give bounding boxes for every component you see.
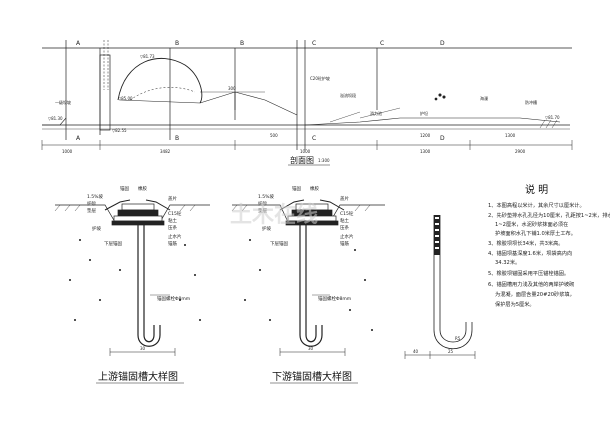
zone-label: C bbox=[312, 40, 316, 47]
detail-label: 护坡 bbox=[92, 225, 101, 232]
notes-block: 说 明 1、本图高程以米计，其余尺寸以厘米计。 2、先砂垫排水孔孔径为10厘米，… bbox=[488, 183, 610, 308]
elevation-label: ▽81.73 bbox=[140, 54, 155, 59]
profile-elevations: ▽81.73 ▽85.00 ▽81.30 ▽82.55 ▽81.70 bbox=[48, 54, 560, 133]
dimension-label: R5 bbox=[455, 336, 461, 341]
dimension-label: 1300 bbox=[505, 133, 516, 138]
detail-label: 粘土 bbox=[340, 217, 349, 224]
detail-upstream bbox=[54, 199, 210, 356]
annotation: 护坦 bbox=[420, 110, 428, 116]
detail-label: 锚固 bbox=[292, 185, 301, 192]
dimension-label: 1300 bbox=[420, 149, 431, 154]
dimension-label: 300 bbox=[228, 86, 236, 91]
note-line: 2、先砂垫排水孔孔径为10厘米，孔距按1~2米，排水孔应伸入 bbox=[488, 211, 610, 219]
anchor-bolt-detail bbox=[404, 215, 476, 359]
note-line: 护坡面积水孔下铺1.0米厚土工布。 bbox=[495, 229, 576, 237]
dimension-label: 1000 bbox=[300, 149, 311, 154]
note-line: 1~2厘米，水泥砂浆抹面必须在 bbox=[495, 220, 568, 228]
zone-label: B bbox=[175, 40, 179, 47]
note-line: 3、橡胶坝坝长34米，共3米高。 bbox=[488, 239, 563, 247]
annotation: 防冲槽 bbox=[525, 99, 537, 105]
note-line: 保护层为5厘米。 bbox=[495, 300, 535, 308]
detail-label: 橡胶 bbox=[310, 185, 319, 192]
dimension-label: 25 bbox=[448, 349, 454, 354]
anchor-dims: 40 R5 25 bbox=[413, 336, 461, 354]
detail-label: 压条 bbox=[168, 224, 177, 231]
elevation-label: ▽85.00 bbox=[118, 96, 133, 101]
detail-label: 止水片 bbox=[168, 233, 182, 240]
detail-label: 锚固螺栓Φ8mm bbox=[157, 295, 190, 302]
zone-label: B bbox=[175, 135, 179, 142]
zone-label: C bbox=[312, 135, 316, 142]
detail-label: 1.5%坡 bbox=[87, 193, 103, 200]
zone-label: D bbox=[440, 135, 445, 142]
note-line: 4、锚固坝基深度1.6米，坝袋高内向 bbox=[488, 249, 572, 257]
detail-upstream-title: 上游锚固槽大样图 bbox=[98, 370, 178, 383]
elevation-label: ▽81.30 bbox=[48, 116, 63, 121]
detail-label: 下层锚固 bbox=[104, 240, 122, 247]
dimension-label: 30 bbox=[308, 346, 314, 351]
annotation: 一级坝坡 bbox=[55, 99, 71, 105]
detail-label: 止水片 bbox=[340, 233, 354, 240]
detail-label: 盖片 bbox=[340, 195, 349, 202]
detail-downstream-labels: 1.5%坡 锚固 橡胶 护砂 垫层 盖片 C15砼 粘土 压条 护坡 锚筋 止水… bbox=[258, 185, 358, 384]
notes-title: 说 明 bbox=[525, 183, 548, 196]
note-line: 1、本图高程以米计，其余尺寸以厘米计。 bbox=[488, 201, 585, 209]
annotation: C20砼护坡 bbox=[310, 75, 330, 81]
profile-zone-labels: A B B C C D A B C D bbox=[76, 40, 445, 142]
note-line: 6、锚固槽用力浅及其他的两岸护坡砌 bbox=[488, 280, 574, 288]
annotation: 溢流坝段 bbox=[340, 92, 356, 98]
zone-label: D bbox=[440, 40, 445, 47]
note-line: 5、橡胶坝锚固采用平压锚栓锚固。 bbox=[488, 269, 569, 277]
detail-label: 护坡 bbox=[262, 225, 271, 232]
dimension-label: 500 bbox=[270, 133, 278, 138]
elevation-label: ▽82.55 bbox=[112, 128, 127, 133]
detail-label: 粘土 bbox=[168, 217, 177, 224]
detail-label: 橡胶 bbox=[138, 185, 147, 192]
zone-label: B bbox=[240, 40, 244, 47]
annotation: 消力池 bbox=[370, 110, 382, 116]
detail-downstream bbox=[231, 199, 385, 356]
watermark: 土木在线 bbox=[230, 202, 318, 228]
note-line: 为混凝，面层含量20#20砂浆填， bbox=[495, 290, 575, 298]
profile-caption: 剖面图 1:300 bbox=[288, 155, 330, 166]
detail-label: 护砂 bbox=[87, 200, 96, 207]
profile-annotations: 一级坝坡 C20砼护坡 溢流坝段 消力池 海漫 防冲槽 护坦 bbox=[55, 75, 537, 116]
zone-label: A bbox=[76, 135, 81, 142]
profile-dims: 1000 3482 1000 1200 2900 1300 1300 500 3… bbox=[62, 86, 526, 154]
watermark-text: 土木在线 bbox=[230, 202, 318, 228]
detail-label: 锚固 bbox=[120, 185, 129, 192]
detail-label: 压条 bbox=[340, 224, 349, 231]
profile-section bbox=[41, 40, 573, 150]
detail-upstream-labels: 1.5%坡 锚固 橡胶 护砂 垫层 盖片 C15砼 粘土 压条 护坡 锚筋 止水… bbox=[87, 185, 190, 384]
detail-label: 垫层 bbox=[258, 207, 267, 214]
detail-label: 锚筋 bbox=[340, 240, 349, 247]
detail-downstream-title: 下游锚固槽大样图 bbox=[272, 370, 352, 383]
detail-label: 垫层 bbox=[87, 207, 96, 214]
dimension-label: 2900 bbox=[515, 149, 526, 154]
dimension-label: 40 bbox=[413, 349, 419, 354]
detail-label: 盖片 bbox=[168, 195, 177, 202]
detail-label: C15砼 bbox=[168, 210, 182, 217]
dimension-label: 3482 bbox=[160, 149, 171, 154]
detail-label: 护砂 bbox=[258, 200, 267, 207]
annotation: 海漫 bbox=[480, 95, 488, 101]
detail-label: C15砼 bbox=[340, 210, 354, 217]
profile-title: 剖面图 bbox=[290, 155, 314, 165]
detail-label: 锚筋 bbox=[168, 240, 177, 247]
profile-scale: 1:300 bbox=[318, 158, 330, 163]
detail-label: 锚固螺栓Φ8mm bbox=[318, 295, 351, 302]
dimension-label: 1000 bbox=[62, 149, 73, 154]
detail-label: 下层锚固 bbox=[270, 240, 288, 247]
detail-label: 1.5%坡 bbox=[258, 193, 274, 200]
zone-label: C bbox=[380, 40, 384, 47]
dimension-label: 1200 bbox=[420, 133, 431, 138]
dimension-label: 30 bbox=[140, 346, 146, 351]
elevation-label: ▽81.70 bbox=[545, 115, 560, 120]
note-line: 34.32米。 bbox=[495, 258, 520, 266]
zone-label: A bbox=[76, 40, 81, 47]
